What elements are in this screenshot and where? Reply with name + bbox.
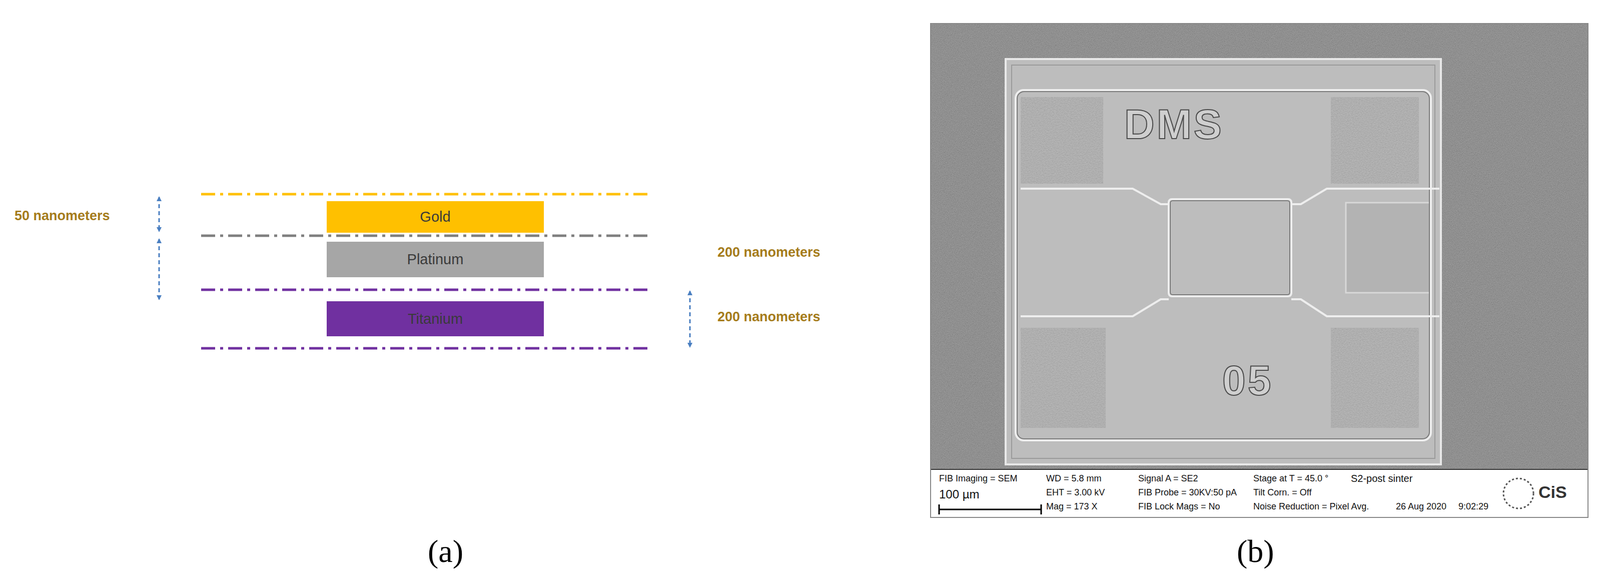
sem-info: Noise Reduction = Pixel Avg.: [1253, 501, 1369, 512]
layer-name: Platinum: [407, 251, 464, 268]
sem-image: [930, 23, 1588, 518]
sem-info: Mag = 173 X: [1046, 501, 1098, 512]
sem-info: FIB Probe = 30KV:50 pA: [1138, 487, 1237, 498]
scale-bar: [939, 504, 1042, 515]
bond-pads: [1020, 97, 1431, 428]
dimension-arrows: [159, 197, 690, 347]
sem-info: FIB Lock Mags = No: [1138, 501, 1221, 512]
sem-info: Stage at T = 45.0 °: [1253, 473, 1329, 484]
chip-marking: DMS: [1124, 100, 1224, 149]
sem-time: 9:02:29: [1458, 501, 1489, 512]
panel-label: (a): [427, 532, 464, 570]
titanium-layer: Titanium: [326, 301, 544, 337]
dimension-label: 200 nanometers: [717, 244, 821, 261]
sem-date: 26 Aug 2020: [1395, 501, 1447, 512]
sample-name: S2-post sinter: [1350, 472, 1413, 485]
platinum-layer: Platinum: [326, 241, 544, 278]
sem-info: WD = 5.8 mm: [1046, 473, 1102, 484]
layer-name: Gold: [419, 208, 451, 226]
logo-text: CiS: [1538, 482, 1567, 502]
sem-info: Signal A = SE2: [1138, 473, 1199, 484]
sem-info: FIB Imaging = SEM: [939, 473, 1018, 484]
panel-label: (b): [1236, 532, 1275, 570]
metal-traces: [1015, 90, 1440, 441]
layer-guides: [201, 194, 651, 349]
chip-marking: 05: [1222, 356, 1273, 405]
logo-circle: [1503, 478, 1534, 509]
dimension-label: 200 nanometers: [717, 309, 821, 325]
gold-layer: Gold: [326, 201, 544, 233]
layer-name: Titanium: [407, 310, 463, 328]
dimension-label: 50 nanometers: [14, 208, 111, 224]
sem-info: EHT = 3.00 kV: [1046, 487, 1105, 498]
sem-info: Tilt Corn. = Off: [1253, 487, 1312, 498]
scale-label: 100 µm: [939, 487, 980, 502]
